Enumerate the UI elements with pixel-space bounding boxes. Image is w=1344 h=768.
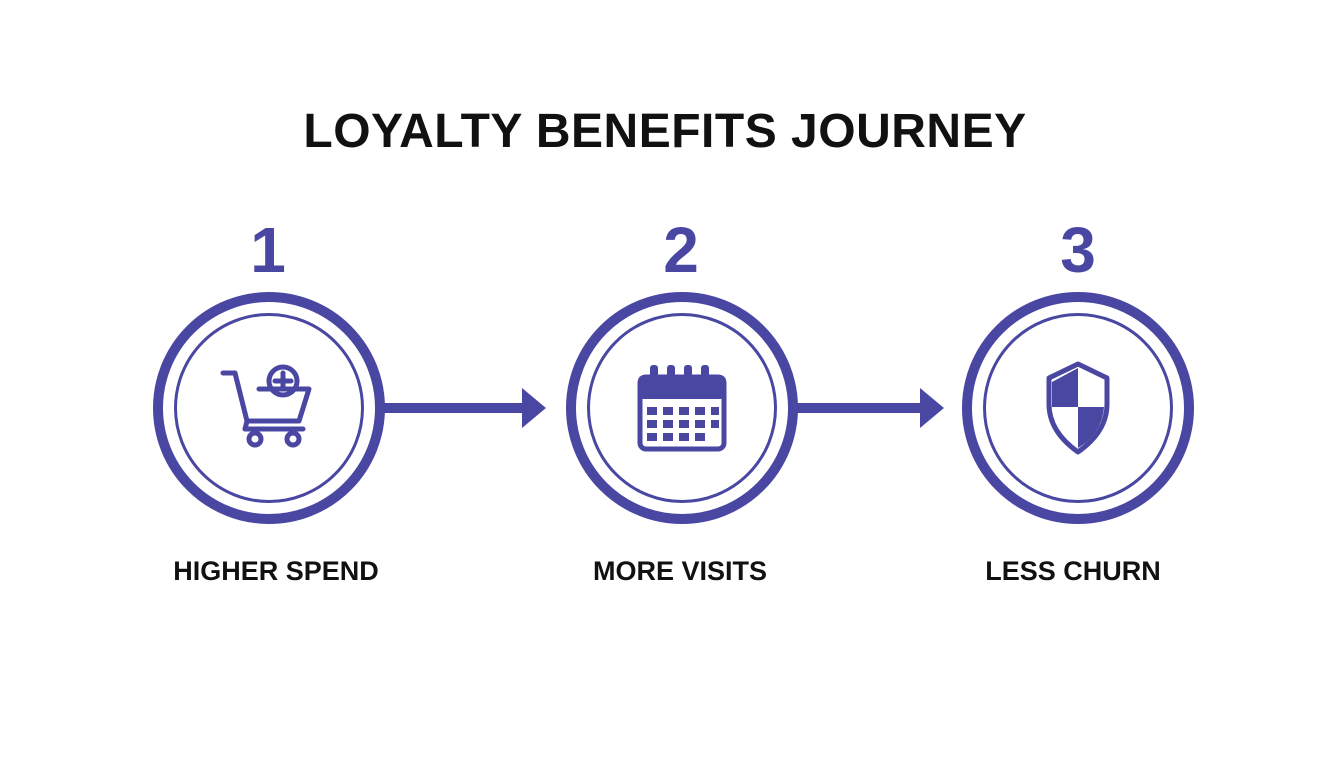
diagram-title: LOYALTY BENEFITS JOURNEY xyxy=(303,105,1027,158)
step-2-inner-ring xyxy=(587,313,777,503)
step-1-circle xyxy=(153,292,385,524)
step-2-label: MORE VISITS xyxy=(592,556,768,586)
step-1-number: 1 xyxy=(250,214,286,286)
arrow-1-to-2 xyxy=(382,388,546,428)
calendar-icon xyxy=(637,365,727,452)
step-1-label: HIGHER SPEND xyxy=(173,556,379,586)
step-3-inner-ring xyxy=(983,313,1173,503)
step-3-circle xyxy=(962,292,1194,524)
step-3-number: 3 xyxy=(1060,214,1096,286)
step-2-number: 2 xyxy=(663,214,699,286)
shield-icon xyxy=(1046,361,1110,455)
step-2-circle xyxy=(566,292,798,524)
step-1-inner-ring xyxy=(174,313,364,503)
step-3-label: LESS CHURN xyxy=(985,556,1161,586)
shopping-cart-add-icon xyxy=(220,364,312,448)
arrow-2-to-3 xyxy=(794,388,944,428)
